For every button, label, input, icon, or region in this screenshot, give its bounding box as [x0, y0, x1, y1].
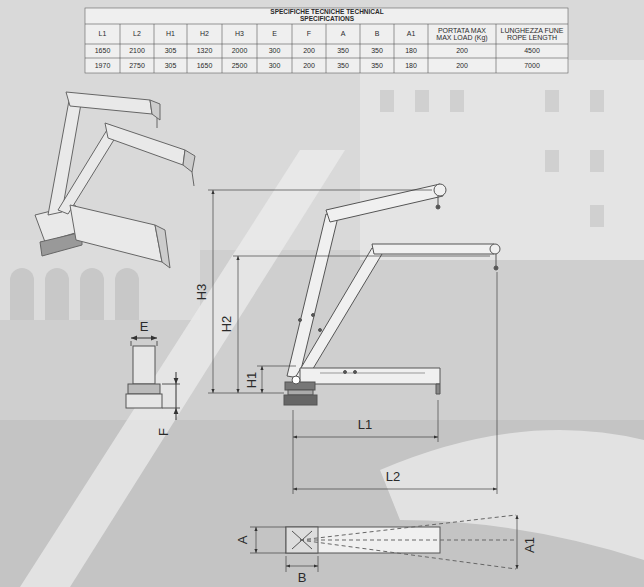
table-header: A: [341, 30, 346, 37]
table-cell: 2500: [232, 62, 248, 69]
table-cell: 1320: [197, 47, 213, 54]
table-cell: 300: [269, 62, 281, 69]
table-cell: 200: [456, 62, 468, 69]
table-header: L2: [133, 30, 141, 37]
dimension-label: F: [157, 428, 171, 436]
table-cell: 350: [337, 62, 349, 69]
top-view: [250, 515, 517, 572]
table-cell: 2000: [232, 47, 248, 54]
table-cell: 2750: [129, 62, 145, 69]
dimension-label: H2: [220, 316, 234, 333]
table-cell: 200: [303, 47, 315, 54]
dimension-label: L2: [386, 470, 400, 484]
spec-table: [85, 8, 568, 73]
table-cell: 305: [165, 47, 177, 54]
table-header: A1: [407, 30, 416, 37]
table-cell: 1650: [197, 62, 213, 69]
table-cell: 1970: [95, 62, 111, 69]
table-cell: 180: [405, 47, 417, 54]
table-header: B: [375, 30, 380, 37]
dimension-label: A: [236, 536, 250, 545]
dimension-label: A1: [523, 537, 537, 553]
crane-elevation: [284, 184, 500, 405]
dimension-label: H3: [195, 284, 209, 301]
table-title: SPECIFICHE TECNICHE TECHNICAL SPECIFICAT…: [268, 9, 386, 23]
table-cell: 200: [303, 62, 315, 69]
dimension-label: B: [298, 571, 307, 585]
table-header: H2: [200, 30, 209, 37]
table-header: LUNGHEZZA FUNE ROPE LENGTH: [499, 27, 565, 42]
table-cell: 300: [269, 47, 281, 54]
table-cell: 200: [456, 47, 468, 54]
table-cell: 180: [405, 62, 417, 69]
table-header: H1: [166, 30, 175, 37]
side-view: [126, 338, 180, 420]
table-header: H3: [235, 30, 244, 37]
table-cell: 305: [165, 62, 177, 69]
dimension-label: H1: [245, 372, 259, 389]
table-cell: 350: [337, 47, 349, 54]
table-cell: 2100: [129, 47, 145, 54]
table-cell: 350: [371, 47, 383, 54]
table-cell: 1650: [95, 47, 111, 54]
table-cell: 4500: [524, 47, 540, 54]
isometric-crane: [35, 92, 195, 268]
table-header: PORTATA MAX MAX LOAD (Kg): [431, 27, 493, 42]
dimension-label: L1: [358, 418, 372, 432]
table-cell: 350: [371, 62, 383, 69]
table-header: L1: [99, 30, 107, 37]
table-cell: 7000: [524, 62, 540, 69]
table-header: F: [307, 30, 311, 37]
dimension-lines: [208, 190, 497, 494]
dimension-label: E: [140, 320, 149, 334]
table-header: E: [272, 30, 277, 37]
